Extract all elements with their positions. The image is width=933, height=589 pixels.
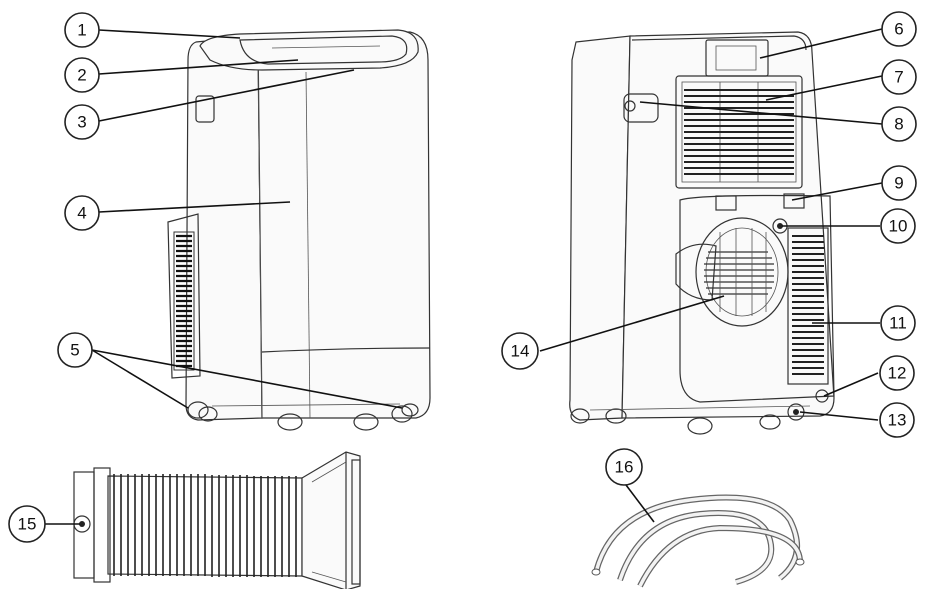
back-view-unit: [569, 31, 835, 435]
callout-12: 12: [879, 355, 915, 391]
upper-filter-grille: [675, 75, 803, 189]
front-side-grille: [167, 213, 201, 379]
callout-7-label: 7: [894, 68, 903, 87]
callout-9-label: 9: [894, 174, 903, 193]
callout-1-label: 1: [77, 21, 86, 40]
callout-13: 13: [879, 402, 915, 438]
callout-8-label: 8: [894, 115, 903, 134]
callout-14: 14: [501, 332, 539, 370]
callout-2: 2: [64, 57, 100, 93]
callout-1: 1: [64, 12, 100, 48]
callout-12-label: 12: [888, 364, 907, 383]
drain-tube: [591, 494, 805, 588]
callout-10-label: 10: [889, 217, 908, 236]
lower-side-grille: [787, 227, 829, 385]
callout-16: 16: [605, 448, 643, 486]
back-casters: [570, 405, 811, 435]
callout-11: 11: [880, 305, 916, 341]
callout-10: 10: [880, 208, 916, 244]
exhaust-hose: [73, 451, 361, 589]
front-view-unit: [167, 29, 431, 431]
callout-3-label: 3: [77, 113, 86, 132]
callout-5: 5: [57, 332, 93, 368]
callout-14-label: 14: [511, 342, 530, 361]
callout-16-label: 16: [615, 458, 634, 477]
callout-5-label: 5: [70, 341, 79, 360]
callout-3: 3: [64, 104, 100, 140]
callout-15: 15: [8, 505, 46, 543]
callout-15-label: 15: [18, 515, 37, 534]
callout-13-label: 13: [888, 411, 907, 430]
leader-lines: [45, 28, 883, 525]
callout-6: 6: [881, 11, 917, 47]
callout-6-label: 6: [894, 20, 903, 39]
callout-2-label: 2: [77, 66, 86, 85]
callout-8: 8: [881, 106, 917, 142]
callout-4-label: 4: [77, 204, 86, 223]
front-casters: [187, 401, 419, 431]
callout-7: 7: [881, 59, 917, 95]
callout-9: 9: [881, 165, 917, 201]
callout-11-label: 11: [889, 314, 907, 333]
callout-4: 4: [64, 195, 100, 231]
